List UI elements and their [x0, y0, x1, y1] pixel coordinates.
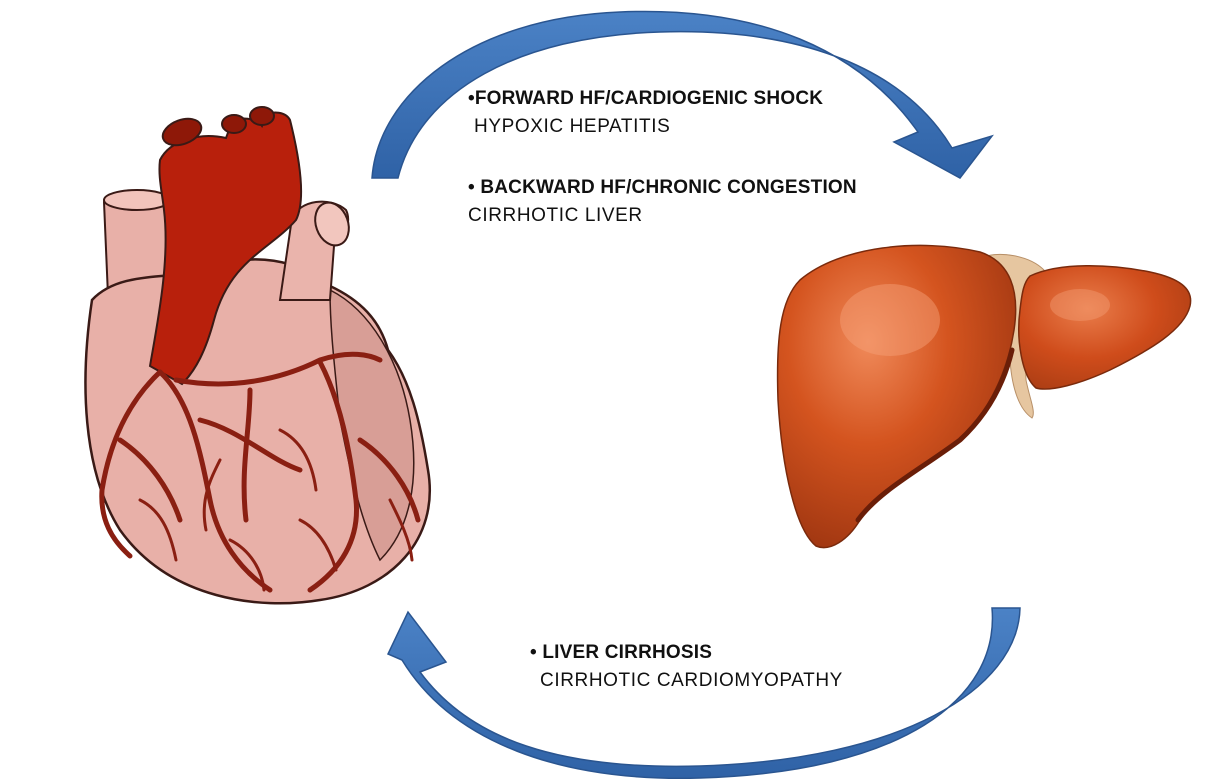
arrow-liver-to-heart-icon	[386, 607, 1021, 780]
effect-detail: CIRRHOTIC LIVER	[468, 205, 643, 226]
effect-heading: •FORWARD HF/CARDIOGENIC SHOCK	[468, 88, 824, 109]
effect-detail: CIRRHOTIC CARDIOMYOPATHY	[540, 670, 843, 691]
effect-detail: HYPOXIC HEPATITIS	[474, 116, 671, 137]
heart-illustration-icon	[84, 106, 431, 605]
effect-backward-hf: • BACKWARD HF/CHRONIC CONGESTION CIRRHOT…	[468, 177, 857, 227]
effect-liver-cirrhosis: • LIVER CIRRHOSIS CIRRHOTIC CARDIOMYOPAT…	[530, 642, 843, 692]
effect-heading: • BACKWARD HF/CHRONIC CONGESTION	[468, 177, 857, 198]
effect-heading: • LIVER CIRRHOSIS	[530, 642, 713, 663]
effect-forward-hf: •FORWARD HF/CARDIOGENIC SHOCK HYPOXIC HE…	[468, 88, 823, 138]
liver-illustration-icon	[776, 244, 1192, 549]
arrow-heart-to-liver-icon	[371, 10, 994, 179]
